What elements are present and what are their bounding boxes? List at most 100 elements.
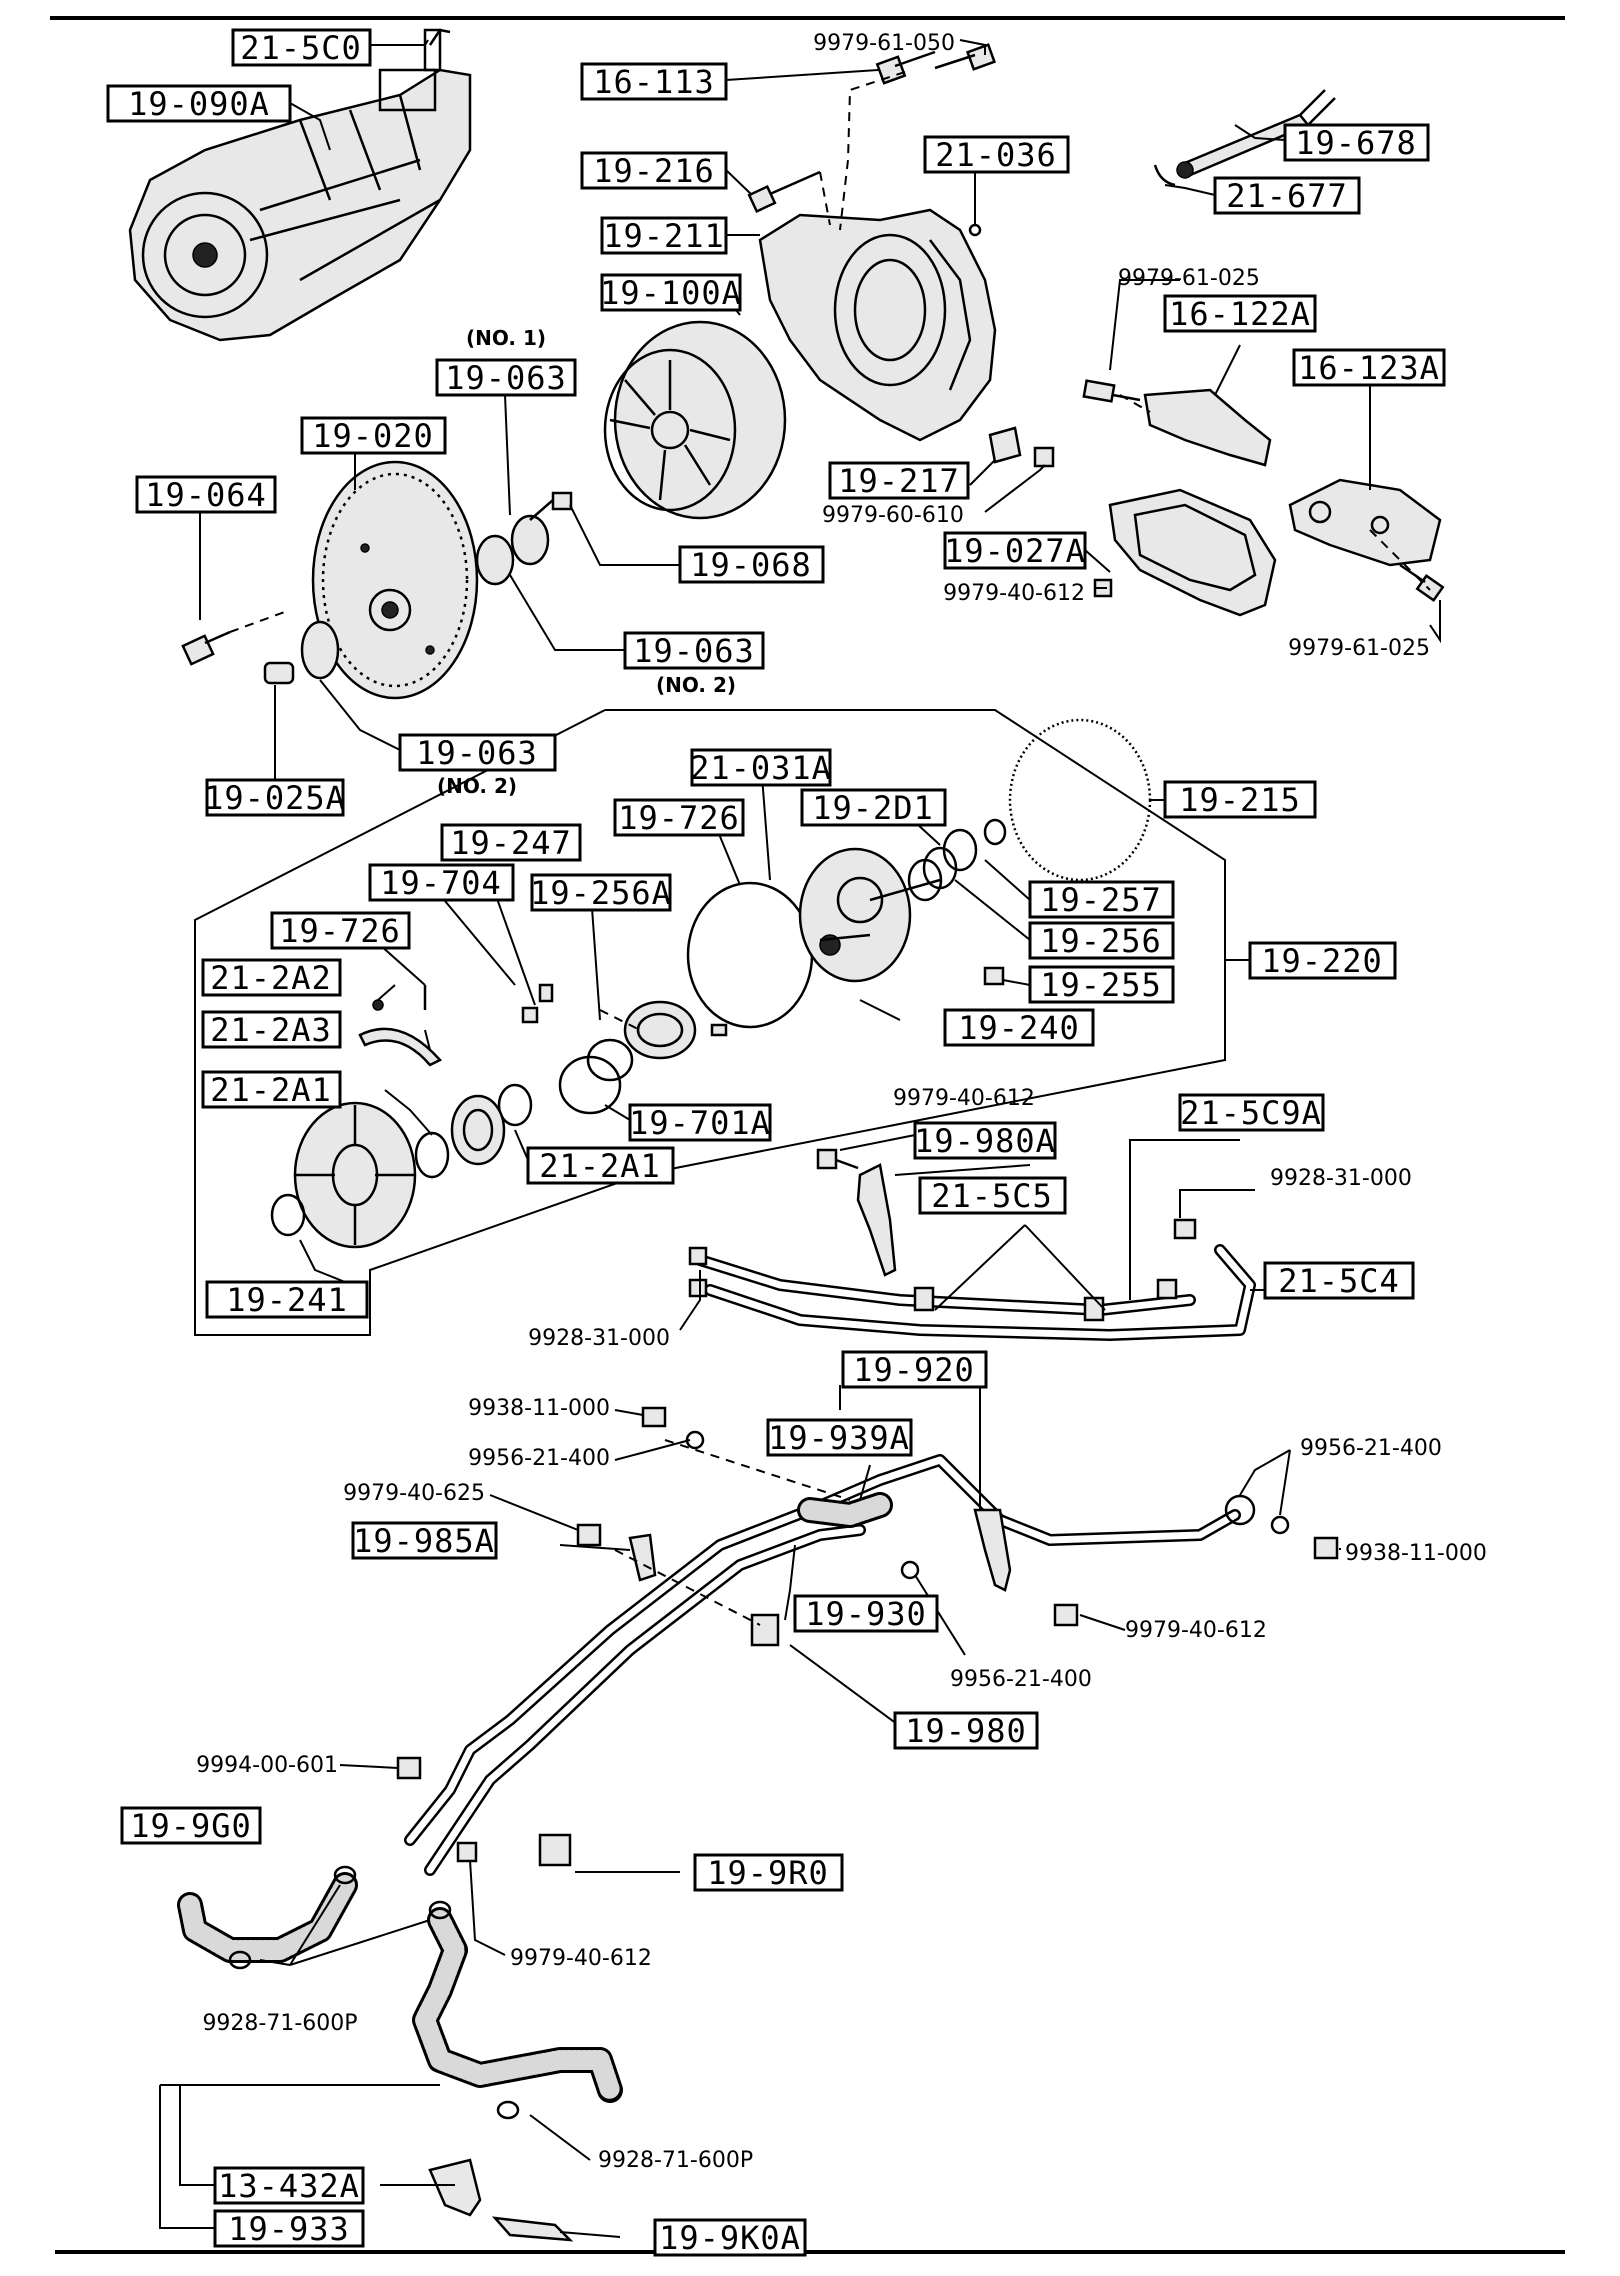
ring-19-701a-inner <box>586 1038 634 1082</box>
hose-19-9g0 <box>177 1865 358 1970</box>
svg-text:19-090A: 19-090A <box>128 85 270 123</box>
bracket-16-123a <box>1288 478 1442 567</box>
transmission-assembly <box>128 28 472 342</box>
part-9979-40-625: 9979-40-625 <box>343 1481 485 1506</box>
ring-19-701a <box>558 1055 622 1115</box>
part-9956-21-400-a: 9956-21-400 <box>468 1446 610 1471</box>
part-9938-11-000-a: 9938-11-000 <box>468 1396 610 1421</box>
svg-text:19-9K0A: 19-9K0A <box>659 2219 801 2257</box>
svg-text:21-2A3: 21-2A3 <box>210 1011 332 1049</box>
callout-16-123a: 16-123A <box>1292 348 1446 387</box>
oring-21-036 <box>968 223 982 237</box>
svg-text:19-063: 19-063 <box>445 359 567 397</box>
svg-text:19-256: 19-256 <box>1040 922 1162 960</box>
part-9979-61-025-b: 9979-61-025 <box>1288 636 1430 661</box>
oil-pan <box>1108 488 1277 617</box>
callout-19-025a: 19-025A <box>204 778 345 817</box>
bracket-19-985a <box>628 1533 657 1582</box>
bracket-16-122a <box>1082 379 1272 467</box>
svg-text:19-255: 19-255 <box>1040 966 1162 1004</box>
svg-text:19-9G0: 19-9G0 <box>130 1807 252 1845</box>
torque-converter <box>603 320 787 520</box>
small-pins <box>358 983 728 1067</box>
callout-19-9r0: 19-9R0 <box>693 1853 844 1892</box>
pump-group-outline <box>194 709 1226 1336</box>
seal-21-2a1 <box>414 1131 450 1179</box>
svg-text:19-933: 19-933 <box>228 2210 350 2248</box>
clamp-13-432a <box>428 2158 482 2217</box>
callout-21-5c5: 21-5C5 <box>918 1176 1067 1215</box>
svg-text:19-930: 19-930 <box>805 1595 927 1633</box>
callout-16-122a: 16-122A <box>1163 294 1317 333</box>
callout-19-726-b: 19-726 <box>270 911 411 950</box>
svg-text:16-113: 16-113 <box>593 63 715 101</box>
callout-19-9g0: 19-9G0 <box>120 1806 262 1845</box>
hose-19-939a <box>797 1492 893 1528</box>
cooler-pipes-upper <box>688 1218 1256 1341</box>
svg-text:19-980A: 19-980A <box>914 1122 1056 1160</box>
note-no1: (NO. 1) <box>466 326 546 350</box>
callout-19-068: 19-068 <box>678 545 825 584</box>
bracket-19-980a <box>816 1148 897 1277</box>
pump-seals <box>907 818 1007 902</box>
callout-16-113: 16-113 <box>580 62 728 101</box>
note-no2-a: (NO. 2) <box>656 673 736 697</box>
callout-19-2d1: 19-2D1 <box>800 788 947 827</box>
svg-text:19-678: 19-678 <box>1295 124 1417 162</box>
note-no2-b: (NO. 2) <box>437 774 517 798</box>
svg-text:19-726: 19-726 <box>279 912 401 950</box>
svg-text:19-256A: 19-256A <box>530 874 672 912</box>
callout-19-255: 19-255 <box>1028 965 1175 1004</box>
callout-19-980a: 19-980A <box>913 1121 1057 1160</box>
oring-21-677 <box>1153 164 1176 187</box>
callout-19-063-a: 19-063 <box>623 631 765 670</box>
callout-13-432a: 13-432A <box>213 2166 365 2205</box>
callout-19-090a: 19-090A <box>106 84 292 123</box>
part-9979-61-050: 9979-61-050 <box>813 31 955 56</box>
leader-lines <box>159 39 1441 2238</box>
svg-text:19-257: 19-257 <box>1040 881 1162 919</box>
svg-text:19-027A: 19-027A <box>944 532 1086 570</box>
dipstick-tube <box>428 28 451 46</box>
callout-19-939a: 19-939A <box>766 1418 913 1457</box>
pump-cover <box>293 1101 417 1249</box>
part-9928-31-000-b: 9928-31-000 <box>528 1326 670 1351</box>
svg-text:16-122A: 16-122A <box>1169 295 1311 333</box>
callout-21-031a: 21-031A <box>690 748 832 787</box>
svg-text:19-215: 19-215 <box>1179 781 1301 819</box>
callout-19-9k0a: 19-9K0A <box>653 2218 807 2257</box>
bracket-19-920 <box>973 1508 1012 1592</box>
callout-19-704: 19-704 <box>368 863 515 902</box>
callout-19-241: 19-241 <box>205 1280 369 1319</box>
callout-21-2a1-b: 21-2A1 <box>526 1146 675 1185</box>
svg-text:19-704: 19-704 <box>380 864 502 902</box>
callout-21-2a1-a: 21-2A1 <box>201 1070 342 1109</box>
bolt-19-064 <box>181 630 231 666</box>
svg-text:19-240: 19-240 <box>958 1009 1080 1047</box>
converter-housing <box>758 208 997 442</box>
callout-19-247: 19-247 <box>440 823 582 862</box>
hose-19-933 <box>412 1900 623 2120</box>
part-9979-60-610: 9979-60-610 <box>822 503 964 528</box>
oring-21-031a <box>686 881 814 1029</box>
bracket-19-9k0a <box>491 2216 574 2242</box>
fittings-lower <box>396 1406 1339 1867</box>
clip-19-980 <box>750 1613 780 1647</box>
svg-text:19-020: 19-020 <box>312 417 434 455</box>
callout-19-240: 19-240 <box>943 1008 1095 1047</box>
callout-19-217: 19-217 <box>828 461 970 500</box>
part-9979-40-612-d: 9979-40-612 <box>510 1946 652 1971</box>
dipstick-19-678 <box>1176 89 1336 179</box>
bolt-9979-61-050 <box>934 43 997 71</box>
svg-text:21-2A1: 21-2A1 <box>210 1071 332 1109</box>
svg-text:19-2D1: 19-2D1 <box>812 789 934 827</box>
part-9956-21-400-c: 9956-21-400 <box>950 1667 1092 1692</box>
callout-19-980: 19-980 <box>893 1711 1039 1750</box>
bolt-19-068 <box>529 491 573 521</box>
callout-19-216: 19-216 <box>580 151 728 190</box>
callout-19-027a: 19-027A <box>943 531 1087 570</box>
callout-19-220: 19-220 <box>1248 941 1397 980</box>
callout-19-930: 19-930 <box>793 1594 939 1633</box>
svg-text:19-100A: 19-100A <box>600 274 742 312</box>
